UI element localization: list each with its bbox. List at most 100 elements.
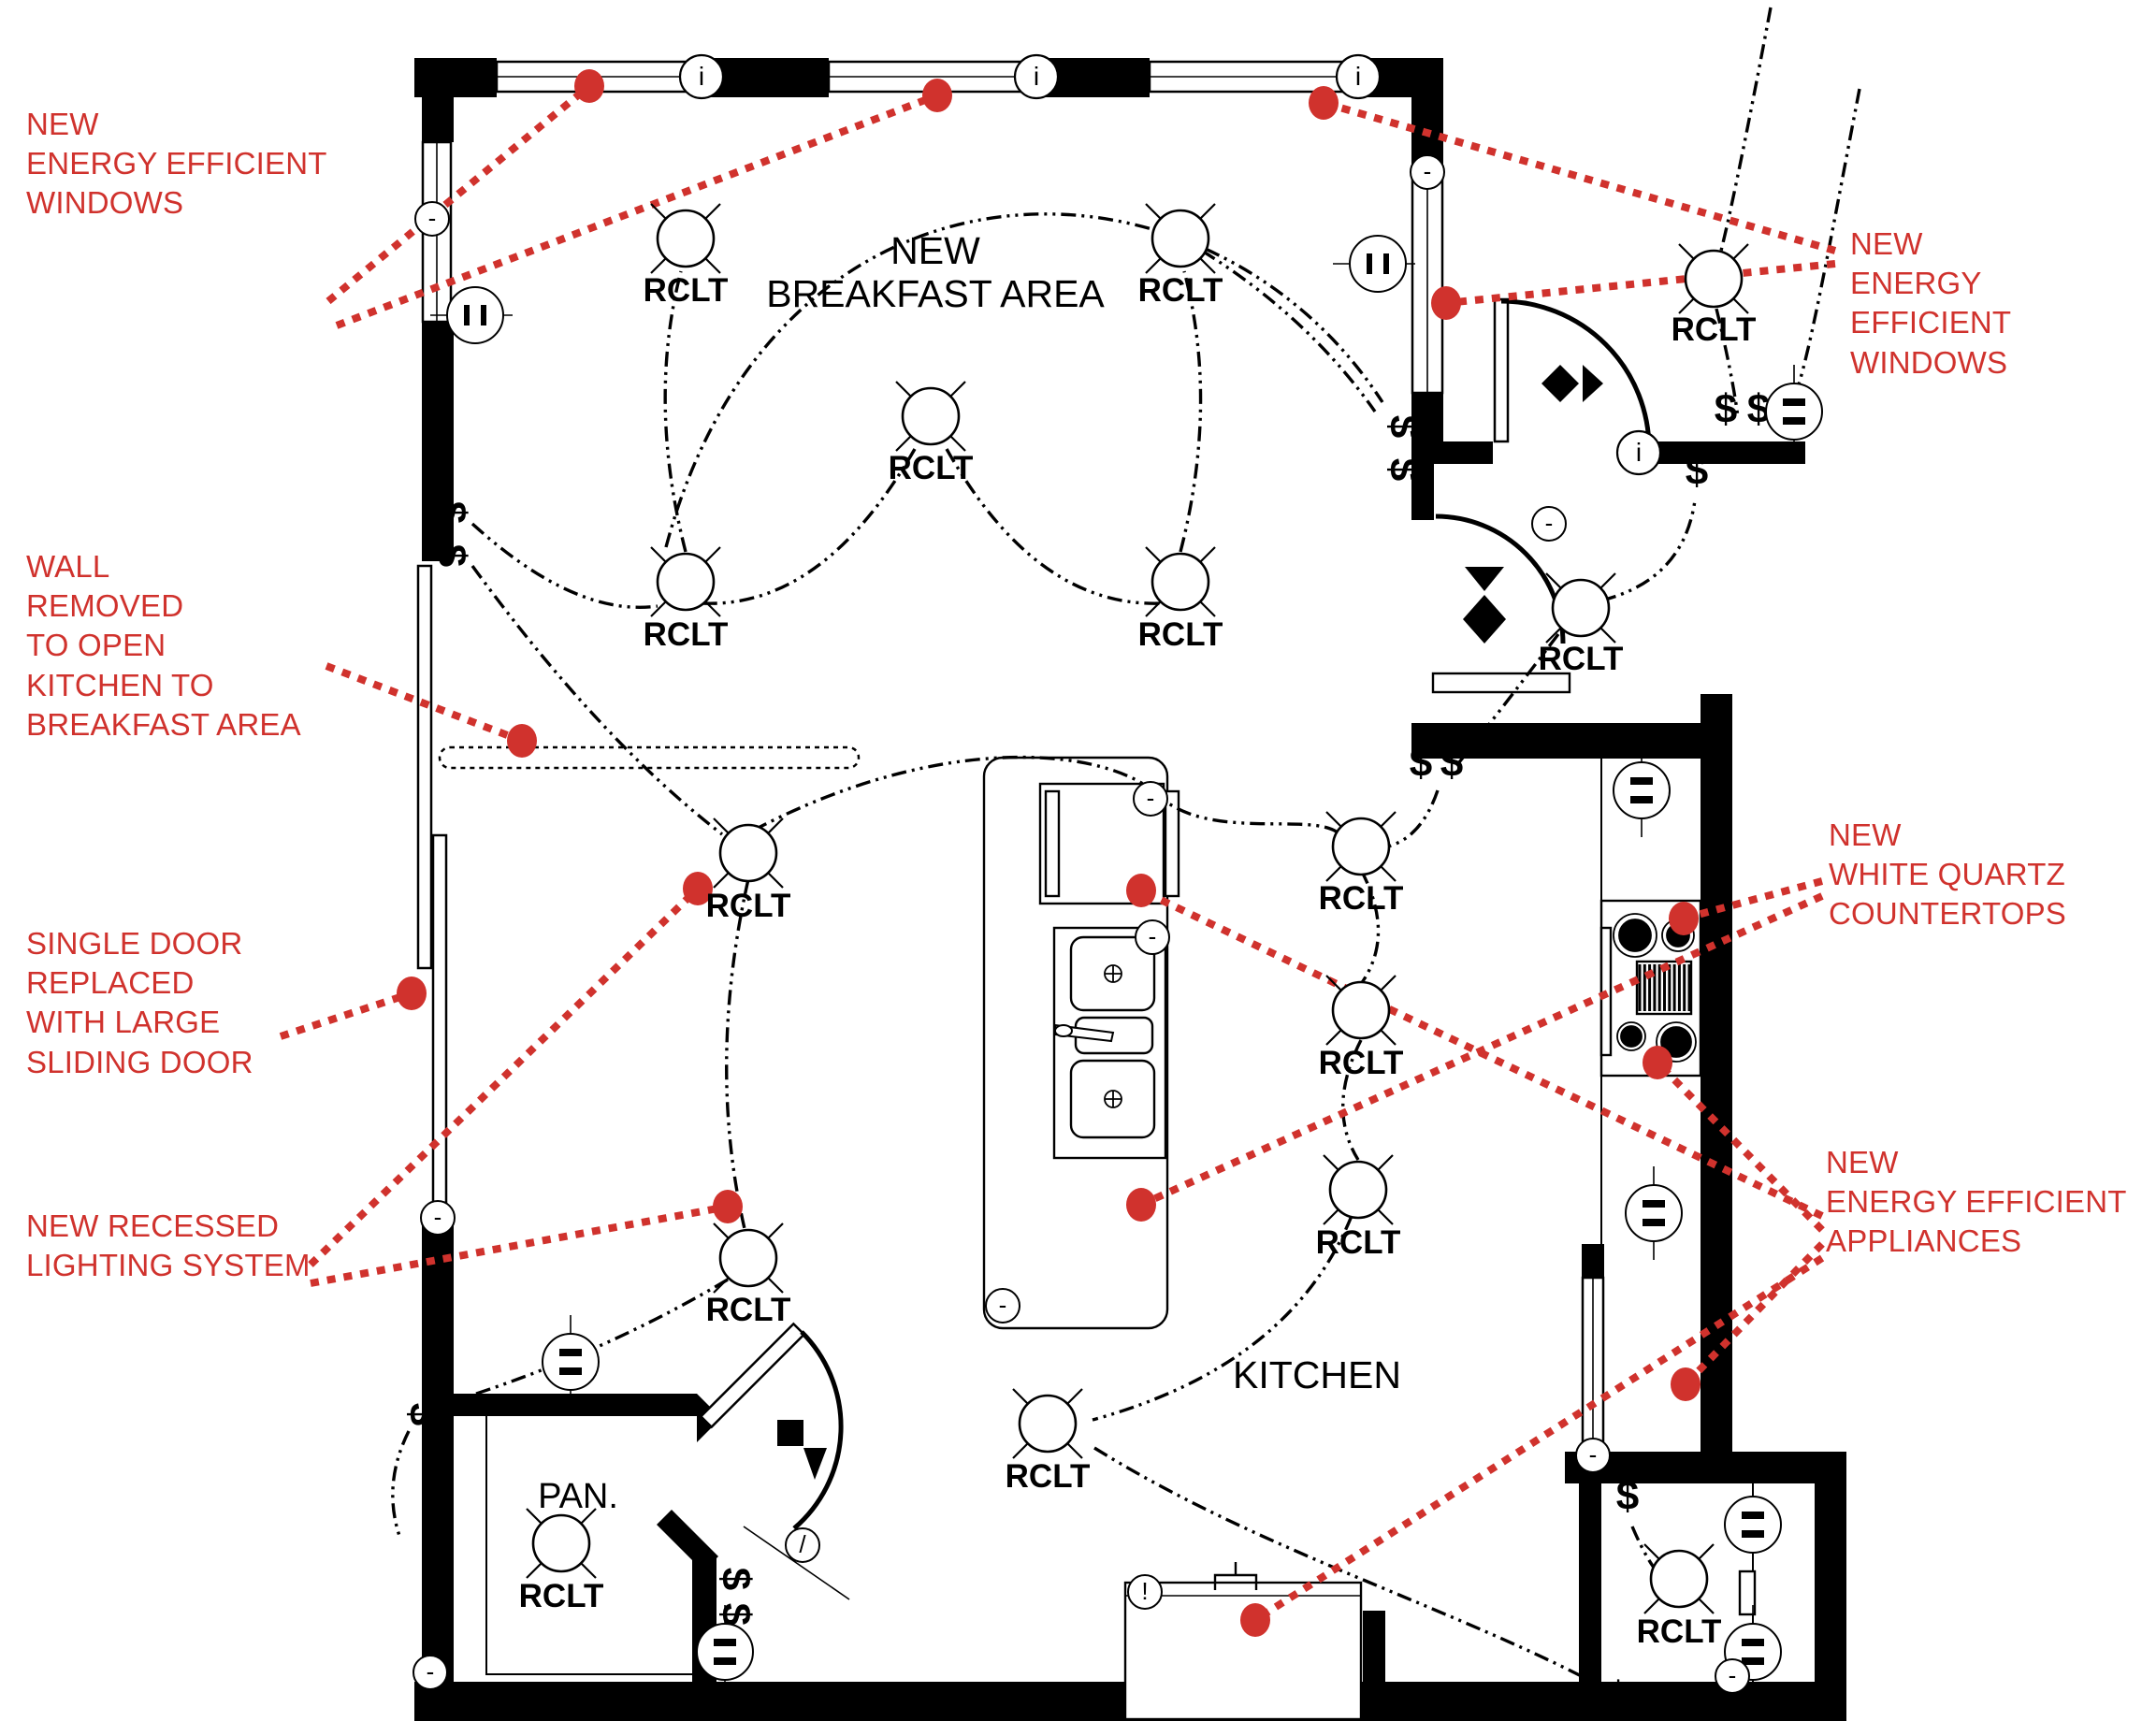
switch-symbol: $ — [428, 544, 474, 567]
door-leaf-pantry — [699, 1322, 806, 1429]
outlet-bar — [1783, 417, 1805, 425]
leader-dot-recessed-lighting — [713, 1190, 743, 1223]
light-tick — [1325, 1028, 1343, 1046]
light-tick — [1198, 546, 1216, 564]
outlet-bar — [559, 1367, 582, 1375]
removed-wall-outline — [438, 745, 861, 770]
outlet-220v — [1765, 365, 1823, 458]
rclt-light — [1325, 811, 1397, 882]
circuit-run — [1201, 249, 1377, 412]
leader-line-wall-removed — [325, 662, 524, 745]
switch-symbol: $ — [428, 501, 474, 524]
outlet-bar — [1630, 796, 1653, 803]
outlet-bar — [1630, 777, 1653, 785]
light-tick — [1545, 626, 1563, 644]
circuit-run — [1630, 1526, 1665, 1581]
junction-glyph: - — [427, 1657, 435, 1685]
outlet-circle — [542, 1333, 600, 1391]
outlet-220v — [1613, 744, 1671, 837]
light-tick — [1325, 811, 1343, 829]
junction-outlet: - — [985, 1288, 1020, 1324]
leader-line-appliances — [1252, 1254, 1825, 1624]
window-marker-glyph: i — [1034, 62, 1039, 91]
outlet-slot — [1367, 253, 1372, 274]
light-tick — [1697, 1543, 1715, 1561]
switch-symbol: $ — [1440, 740, 1463, 786]
breakfast-label-line2: BREAKFAST AREA — [766, 272, 1105, 315]
annotation-appliances: NEW ENERGY EFFICIENT APPLIANCES — [1826, 1145, 2127, 1259]
bowtie-pantry-triangle — [803, 1448, 827, 1480]
light-tick — [703, 600, 721, 617]
casework — [485, 672, 1757, 1721]
light-tick — [526, 1508, 543, 1526]
junction-outlet: - — [414, 201, 450, 237]
light-tick — [1379, 975, 1397, 992]
leader-line-windows-left — [335, 92, 939, 329]
leader-dot-wall-removed — [507, 724, 537, 758]
light-tick — [1012, 1388, 1030, 1406]
rclt-label: RCLT — [1006, 1458, 1091, 1495]
outlet-bar — [1742, 1512, 1764, 1519]
rclt-label: RCLT — [1316, 1224, 1401, 1261]
light-circle — [718, 823, 778, 883]
light-tick — [713, 817, 731, 835]
rclt-light — [650, 546, 721, 617]
light-tick — [703, 256, 721, 274]
outlet-circle — [1349, 235, 1407, 293]
light-tick — [579, 1561, 597, 1579]
light-tick — [1198, 256, 1216, 274]
light-circle — [1331, 980, 1391, 1040]
light-tick — [948, 381, 966, 398]
outlet-bar — [714, 1657, 736, 1665]
outlet-220v — [542, 1315, 600, 1409]
circuit-run — [391, 1430, 411, 1540]
leader-dot-quartz — [1669, 902, 1699, 935]
outlet-220v — [1625, 1166, 1683, 1260]
light-tick — [1697, 1597, 1715, 1614]
rclt-label: RCLT — [519, 1578, 604, 1614]
light-circle — [718, 1228, 778, 1288]
circuit-run — [470, 564, 724, 836]
light-circle — [531, 1513, 591, 1573]
rclt-light — [895, 381, 966, 452]
light-circle — [1331, 817, 1391, 876]
outlet-bar — [1742, 1639, 1764, 1646]
window-marker-circle — [678, 53, 725, 100]
light-circle — [656, 209, 716, 268]
light-tick — [1379, 1028, 1397, 1046]
rclt-light — [1323, 1154, 1394, 1225]
leader-line-appliances — [1655, 1060, 1825, 1233]
circuit-run — [1093, 1446, 1614, 1695]
switch-symbol: $ — [713, 1568, 759, 1590]
switch-symbol: $ — [1715, 386, 1737, 432]
window-marker: i — [1615, 429, 1662, 476]
light-circle — [1151, 552, 1210, 612]
breakfast-label-line1: NEW — [890, 229, 980, 272]
outlet-bar — [1783, 398, 1805, 406]
circuit-run — [1092, 1215, 1353, 1422]
dishwasher-door — [1044, 789, 1061, 898]
window-marker: i — [1013, 53, 1060, 100]
faucet — [1054, 1023, 1115, 1043]
outlet-220v — [696, 1605, 754, 1699]
bowtie-pantry-square — [777, 1420, 803, 1446]
circuit-run — [945, 448, 1163, 605]
window-marker: i — [1335, 53, 1382, 100]
light-tick — [1731, 243, 1749, 261]
leader-dot-windows-right — [1431, 286, 1461, 320]
rclt-label: RCLT — [1637, 1613, 1722, 1650]
light-tick — [1545, 572, 1563, 590]
rclt-label: RCLT — [1319, 1045, 1404, 1081]
outlet-bar — [1643, 1219, 1665, 1226]
junction-outlet: - — [1410, 154, 1445, 190]
light-tick — [1643, 1597, 1661, 1614]
junction-circle — [985, 1288, 1020, 1324]
sliding-door-panel-outer — [416, 564, 433, 970]
light-tick — [1145, 600, 1163, 617]
circuit-run — [1794, 88, 1861, 394]
outlet-circle — [1765, 383, 1823, 441]
light-tick — [650, 256, 668, 274]
circuit-run — [1600, 499, 1697, 602]
light-tick — [650, 600, 668, 617]
